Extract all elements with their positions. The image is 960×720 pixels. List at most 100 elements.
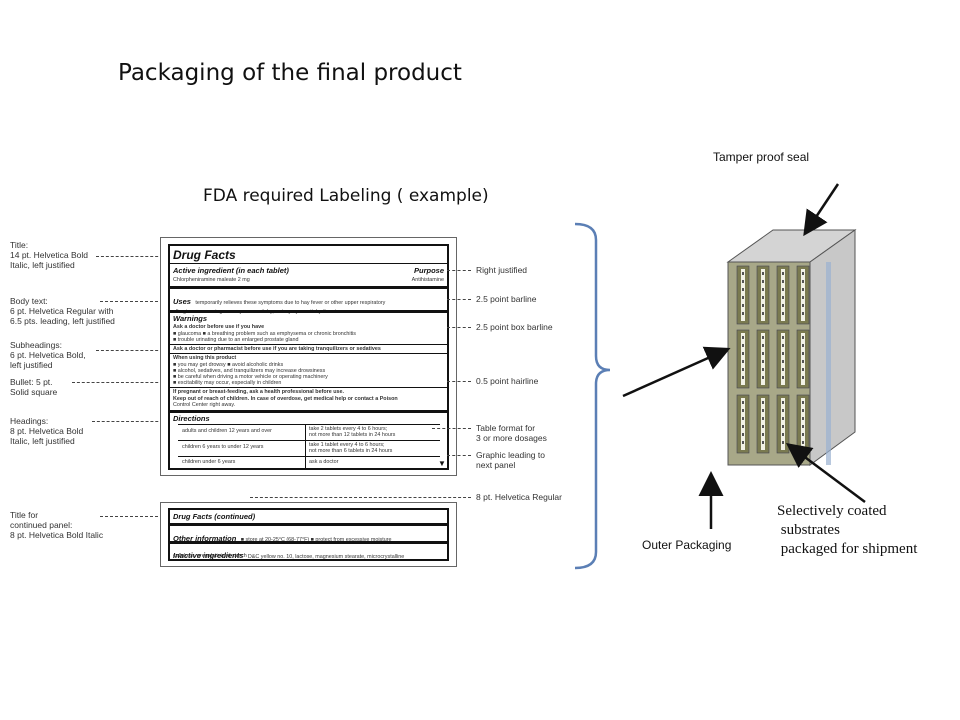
substrate-wafer — [801, 398, 805, 450]
table-cell: children 6 years to under 12 years — [182, 444, 264, 450]
substrate-wafer — [781, 269, 785, 321]
substrate-wafer — [801, 333, 805, 385]
barline — [170, 286, 447, 289]
slide-title: Packaging of the final product — [118, 60, 462, 86]
substrate-dot — [782, 376, 784, 379]
ask-pharmacist-subheading: Ask a doctor or pharmacist before use if… — [173, 346, 381, 352]
table-cell: not more than 6 tablets in 24 hours — [309, 448, 393, 454]
warning-line: ■ you may get drowsy ■ avoid alcoholic d… — [173, 362, 284, 368]
leader-line — [447, 455, 471, 456]
labeling-subtitle: FDA required Labeling ( example) — [203, 186, 489, 206]
substrate-dot — [742, 280, 744, 283]
other-info-heading: Other information — [173, 534, 237, 543]
leader-line — [96, 350, 168, 351]
substrate-dot — [762, 433, 764, 436]
drug-facts-box: Drug Facts Active ingredient (in each ta… — [168, 244, 449, 470]
substrate-dot — [782, 441, 784, 444]
leader-line — [447, 327, 471, 328]
substrate-dot — [782, 409, 784, 412]
table-cell: children under 6 years — [182, 459, 236, 465]
inactive-section: Inactive ingredients D&C yellow no. 10, … — [173, 545, 404, 563]
substrate-dot — [802, 401, 804, 404]
box-edge — [826, 262, 831, 465]
substrate-dot — [802, 304, 804, 307]
substrate-dot — [762, 360, 764, 363]
substrate-dot — [742, 272, 744, 275]
table-cell: take 2 tablets every 4 to 6 hours; — [309, 426, 388, 432]
box-side — [809, 229, 856, 466]
substrate-dot — [742, 344, 744, 347]
substrate-dot — [782, 336, 784, 339]
substrate-dot — [762, 417, 764, 420]
substrate-dot — [782, 433, 784, 436]
substrate-dot — [802, 368, 804, 371]
leader-line — [447, 381, 471, 382]
substrate-dot — [742, 360, 744, 363]
substrate-wafer — [741, 269, 745, 321]
substrate-dot — [782, 312, 784, 315]
substrate-dot — [782, 304, 784, 307]
substrate-dot — [782, 272, 784, 275]
table-divider — [305, 425, 306, 469]
substrate-dot — [742, 409, 744, 412]
table-cell: take 1 tablet every 4 to 6 hours; — [309, 442, 385, 448]
substrate-dot — [762, 312, 764, 315]
hairline — [170, 353, 447, 354]
substrate-dot — [782, 401, 784, 404]
table-rule — [178, 456, 440, 457]
other-info-section: Other information ■ store at 20-25°C (68… — [173, 528, 392, 546]
tamper-seal-label: Tamper proof seal — [713, 150, 810, 164]
substrate-dot — [762, 280, 764, 283]
substrate-dot — [762, 344, 764, 347]
table-cell: not more than 12 tablets in 24 hours — [309, 432, 396, 438]
outer-packaging-label: Outer Packaging — [642, 538, 732, 552]
substrate-dot — [802, 288, 804, 291]
rule — [170, 263, 447, 264]
hairline — [170, 387, 447, 388]
substrate-dot — [762, 441, 764, 444]
warning-line: ■ trouble urinating due to an enlarged p… — [173, 337, 299, 343]
substrate-dot — [762, 401, 764, 404]
substrate-wafer — [781, 333, 785, 385]
substrate-dot — [762, 272, 764, 275]
leader-line — [447, 270, 471, 271]
substrate-dot — [802, 272, 804, 275]
table-rule — [178, 440, 440, 441]
leader-line — [92, 421, 168, 422]
annotation-barline: 2.5 point barline — [476, 294, 537, 304]
warning-line: ■ glaucoma ■ a breathing problem such as… — [173, 331, 356, 337]
substrate-wafer — [741, 398, 745, 450]
substrate-dot — [762, 352, 764, 355]
substrate-dot — [742, 312, 744, 315]
ask-doctor-subheading: Ask a doctor before use if you have — [173, 324, 265, 330]
substrate-wafer — [741, 333, 745, 385]
substrate-dot — [802, 425, 804, 428]
substrates-group — [736, 265, 810, 454]
substrate-dot — [802, 352, 804, 355]
substrate-dot — [782, 360, 784, 363]
arrow-substrates — [785, 443, 866, 504]
substrate-dot — [782, 280, 784, 283]
continued-title: Drug Facts (continued) — [173, 512, 256, 521]
substrate-dot — [742, 401, 744, 404]
substrate-dot — [742, 376, 744, 379]
substrate-dot — [802, 441, 804, 444]
directions-table: adults and children 12 years and over ta… — [178, 424, 440, 470]
substrate-dot — [782, 425, 784, 428]
substrate-wafer — [801, 269, 805, 321]
substrate-wafer — [761, 269, 765, 321]
substrate-dot — [742, 288, 744, 291]
leader-line — [432, 428, 471, 429]
ingredient-text: Chlorpheniramine maleate 2 mg — [173, 277, 250, 283]
substrate-dot — [742, 352, 744, 355]
substrate-dot — [762, 425, 764, 428]
substrate-dot — [802, 280, 804, 283]
uses-heading: Uses — [173, 297, 191, 306]
substrate-dot — [742, 417, 744, 420]
inactive-text-2: cellulose, pregelatinized starch — [173, 553, 247, 559]
substrate-dot — [782, 417, 784, 420]
drug-facts-title: Drug Facts — [173, 248, 236, 262]
warning-line: ■ alcohol, sedatives, and tranquilizers … — [173, 368, 326, 374]
substrate-dot — [802, 344, 804, 347]
